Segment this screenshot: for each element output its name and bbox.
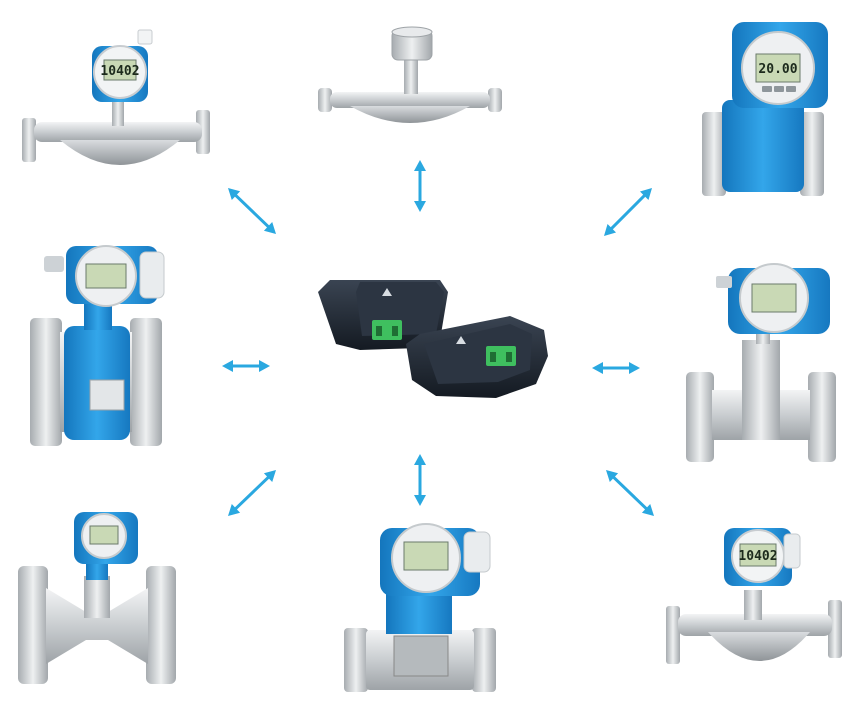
coriolis-meter-top-left: 10402: [22, 29, 210, 165]
vortex-meter-middle-right: [686, 263, 836, 462]
magnetic-flowmeter-bottom-center: [344, 523, 496, 692]
arrow-right-double-headed-arrow-icon: [592, 362, 640, 374]
coriolis-meter-bottom-right: 10402: [666, 528, 842, 664]
coriolis-sensor-top-center: [318, 26, 502, 123]
display-readout-top-right: 20.00: [758, 62, 797, 77]
arrow-bottom-double-headed-arrow-icon: [414, 454, 426, 506]
arrow-top-double-headed-arrow-icon: [414, 160, 426, 212]
magnetic-flowmeter-top-right: 20.00: [702, 22, 828, 196]
arrows-group: [222, 160, 654, 516]
arrow-bottom-left-double-headed-arrow-icon: [228, 470, 276, 516]
wireless-module-icon: [318, 280, 548, 398]
flowmeter-bottom-left: [18, 512, 176, 684]
display-readout-bottom-right: 10402: [738, 549, 777, 564]
magnetic-flowmeter-middle-left: [30, 245, 165, 446]
arrow-top-right-double-headed-arrow-icon: [604, 188, 652, 236]
display-readout-top-left: 10402: [100, 64, 139, 79]
arrow-left-double-headed-arrow-icon: [222, 360, 270, 372]
arrow-top-left-double-headed-arrow-icon: [228, 188, 276, 234]
arrow-bottom-right-double-headed-arrow-icon: [606, 470, 654, 516]
